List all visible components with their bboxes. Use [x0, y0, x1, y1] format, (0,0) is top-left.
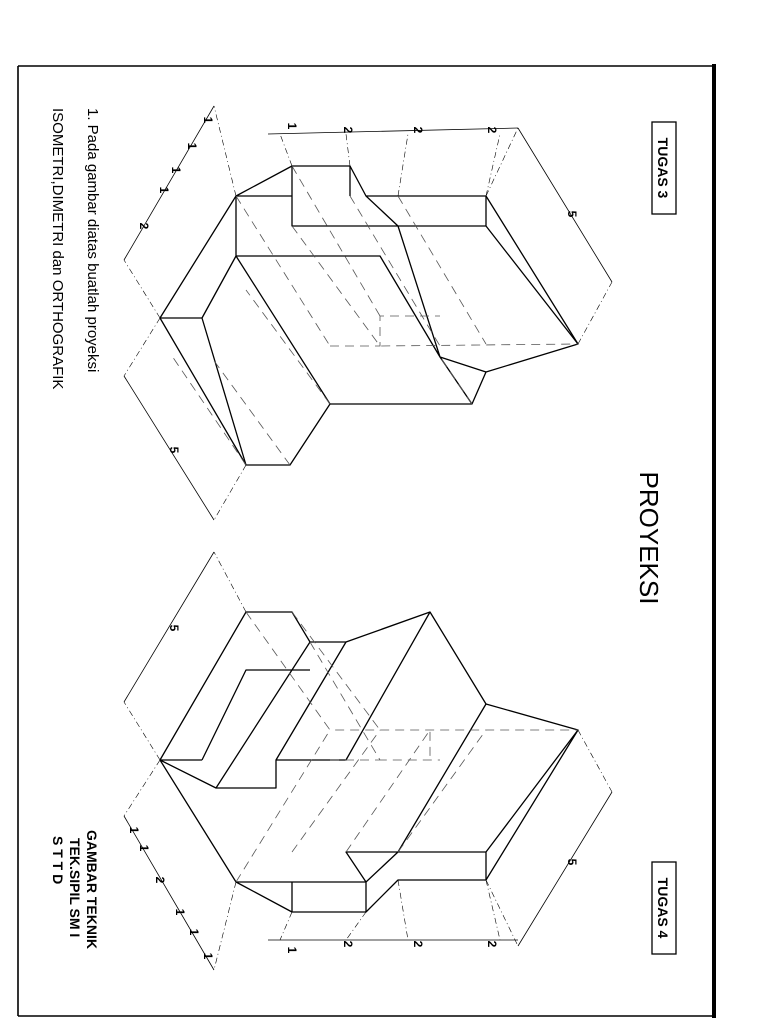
fig1-dim-top-depth-label: 5: [565, 211, 579, 218]
fig1-dim-step-3: 2: [341, 127, 355, 134]
fig1-dim-bottom-depth-label: 5: [167, 447, 181, 454]
fig2-edges: [159, 611, 579, 912]
fig1-dim-side-1: 1: [201, 117, 215, 124]
fig2-dim-side-2: 1: [137, 845, 151, 852]
figure-tugas-4: 5 2 2 2 1 1 1 2 1 1 1 5: [123, 551, 613, 971]
fig1-dim-side: [123, 105, 215, 261]
fig1-dim-step-1: 2: [485, 127, 499, 134]
fig2-dim-side-1: 1: [127, 827, 141, 834]
tugas-3-label: TUGAS 3: [655, 138, 671, 199]
title-block-line-2: TEK.SIPIL SM I: [67, 838, 83, 937]
title-block: GAMBAR TEKNIK TEK.SIPIL SM I S T T D: [50, 830, 100, 949]
fig2-hidden-lines: [235, 611, 578, 883]
fig2-dim-top-depth: [123, 551, 215, 703]
page-title: PROYEKSI: [634, 472, 664, 605]
tugas-4-label: TUGAS 4: [655, 878, 671, 939]
fig1-dim-side-2: 1: [185, 143, 199, 150]
fig2-dim-side-3: 2: [153, 877, 167, 884]
fig2-dim-top-depth-label: 5: [167, 625, 181, 632]
fig1-dim-step-4: 1: [285, 123, 299, 130]
fig2-dim-side-4: 1: [173, 909, 187, 916]
fig1-dim-side-5: 2: [137, 223, 151, 230]
fig2-outline: [159, 611, 579, 913]
fig2-dim-right-depth-label: 5: [565, 859, 579, 866]
fig2-dim-step-3: 2: [341, 941, 355, 948]
sheet-frame: [17, 64, 716, 1018]
instruction: 1. Pada gambar diatas buatlah proyeksi I…: [49, 108, 101, 389]
fig1-dim-top-depth: [517, 127, 613, 283]
fig1-dim-step-2: 2: [411, 127, 425, 134]
fig1-dim-side-4: 1: [157, 187, 171, 194]
fig2-dim-step-1: 2: [485, 941, 499, 948]
instruction-line-2: ISOMETRI,DIMETRI dan ORTHOGRAFIK: [49, 108, 66, 389]
fig1-hidden-lines: [171, 165, 579, 466]
title-block-line-1: GAMBAR TEKNIK: [84, 830, 100, 949]
fig1-dim-bottom-depth: [123, 375, 215, 521]
instruction-line-1: 1. Pada gambar diatas buatlah proyeksi: [84, 108, 101, 372]
title-block-line-3: S T T D: [50, 836, 66, 884]
fig1-dim-side-3: 1: [169, 167, 183, 174]
fig2-dim-side: [123, 815, 215, 971]
fig1-dim-top-steps: [267, 127, 519, 135]
fig1-outline: [159, 165, 579, 466]
fig2-dim-side-5: 1: [187, 929, 201, 936]
fig2-dim-step-2: 2: [411, 941, 425, 948]
fig1-edges: [160, 166, 579, 466]
fig2-dim-side-6: 1: [201, 953, 215, 960]
fig2-dim-step-4: 1: [285, 947, 299, 954]
figure-tugas-3: 5 2 2 2 1 1 1 1 1 2 5: [123, 105, 613, 521]
tugas-4-box: TUGAS 4: [651, 861, 677, 955]
tugas-3-box: TUGAS 3: [651, 121, 677, 215]
fig2-dim-right-depth: [517, 791, 613, 947]
title: PROYEKSI: [634, 472, 664, 605]
